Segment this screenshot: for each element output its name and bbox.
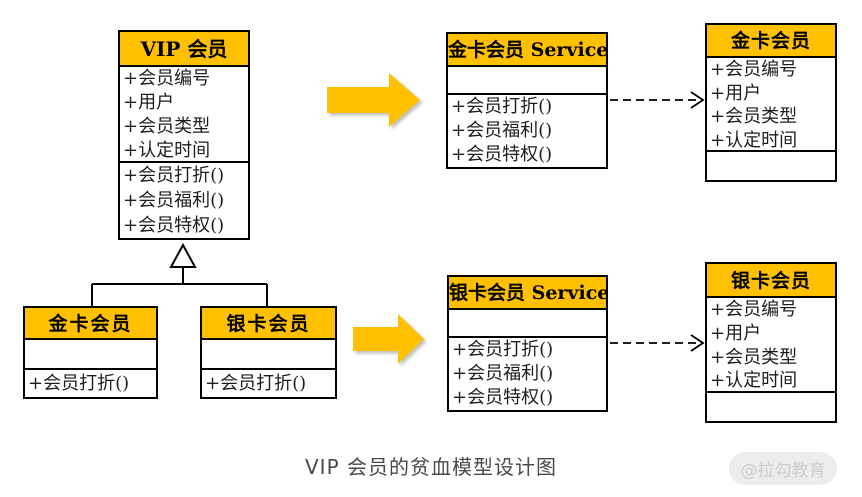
class-box-silver-service: 银卡会员 Service +会员打折() +会员福利() +会员特权() bbox=[447, 275, 608, 412]
method: +会员特权() bbox=[452, 387, 554, 408]
attributes-section-silver-sub bbox=[202, 340, 335, 370]
inheritance-connector-line bbox=[91, 268, 268, 306]
methods-section-silver-sub: +会员打折() bbox=[202, 370, 335, 397]
class-title-silver-entity: 银卡会员 bbox=[707, 264, 835, 298]
attribute: +会员类型 bbox=[710, 346, 798, 368]
method: +会员福利() bbox=[452, 363, 554, 384]
class-title-silver-service: 银卡会员 Service bbox=[449, 277, 606, 310]
attributes-section-gold-sub bbox=[25, 340, 156, 370]
methods-section-gold-entity bbox=[707, 152, 835, 180]
methods-section-gold-sub: +会员打折() bbox=[25, 370, 156, 397]
diagram-caption: VIP 会员的贫血模型设计图 bbox=[305, 455, 557, 479]
class-box-gold-service: 金卡会员 Service +会员打折() +会员福利() +会员特权() bbox=[446, 32, 608, 169]
class-title-gold-service: 金卡会员 Service bbox=[448, 34, 606, 67]
attributes-section-gold-entity: +会员编号 +用户 +会员类型 +认定时间 bbox=[707, 58, 835, 152]
class-title-gold-sub: 金卡会员 bbox=[25, 308, 156, 340]
method: +会员特权() bbox=[123, 215, 225, 236]
flow-arrow-top-icon bbox=[327, 73, 420, 127]
dependency-arrow-silver-head-icon bbox=[690, 334, 705, 352]
method: +会员福利() bbox=[123, 190, 225, 211]
method: +会员打折() bbox=[452, 339, 554, 360]
attribute: +会员编号 bbox=[710, 299, 798, 320]
method: +会员打折() bbox=[28, 373, 130, 394]
class-title-vip: VIP 会员 bbox=[120, 32, 248, 67]
attributes-section-silver-service bbox=[449, 310, 606, 338]
attribute: +会员编号 bbox=[710, 59, 798, 80]
attribute: +认定时间 bbox=[710, 129, 798, 151]
watermark-badge: @拉勾教育 bbox=[729, 452, 837, 485]
dependency-arrow-gold-head-icon bbox=[690, 91, 705, 109]
methods-section-gold-service: +会员打折() +会员福利() +会员特权() bbox=[448, 95, 606, 167]
attribute: +会员类型 bbox=[710, 106, 798, 127]
method: +会员打折() bbox=[123, 165, 225, 186]
attribute: +用户 bbox=[123, 92, 175, 113]
attribute: +用户 bbox=[710, 82, 762, 104]
attributes-section-vip: +会员编号 +用户 +会员类型 +认定时间 bbox=[120, 67, 248, 163]
method: +会员福利() bbox=[451, 120, 553, 141]
methods-section-silver-service: +会员打折() +会员福利() +会员特权() bbox=[449, 338, 606, 410]
attributes-section-silver-entity: +会员编号 +用户 +会员类型 +认定时间 bbox=[707, 298, 835, 393]
class-title-gold-entity: 金卡会员 bbox=[707, 25, 835, 58]
watermark-text: @拉勾教育 bbox=[740, 461, 826, 481]
method: +会员特权() bbox=[451, 144, 553, 165]
attribute: +会员编号 bbox=[123, 68, 211, 89]
attributes-section-gold-service bbox=[448, 67, 606, 95]
methods-section-vip: +会员打折() +会员福利() +会员特权() bbox=[120, 163, 248, 238]
class-title-silver-sub: 银卡会员 bbox=[202, 308, 335, 340]
class-box-vip: VIP 会员 +会员编号 +用户 +会员类型 +认定时间 +会员打折() +会员… bbox=[118, 30, 250, 240]
method: +会员打折() bbox=[451, 96, 553, 117]
methods-section-silver-entity bbox=[707, 393, 835, 421]
attribute: +会员类型 bbox=[123, 116, 211, 137]
class-box-gold-entity: 金卡会员 +会员编号 +用户 +会员类型 +认定时间 bbox=[705, 23, 837, 182]
attribute: +用户 bbox=[710, 322, 762, 344]
method: +会员打折() bbox=[205, 373, 307, 394]
class-box-silver-sub: 银卡会员 +会员打折() bbox=[200, 306, 337, 399]
class-box-gold-sub: 金卡会员 +会员打折() bbox=[23, 306, 158, 399]
flow-arrow-bottom-icon bbox=[353, 314, 424, 364]
inheritance-triangle-icon bbox=[169, 242, 197, 268]
class-box-silver-entity: 银卡会员 +会员编号 +用户 +会员类型 +认定时间 bbox=[705, 262, 837, 423]
attribute: +认定时间 bbox=[123, 140, 211, 161]
attribute: +认定时间 bbox=[710, 370, 798, 392]
